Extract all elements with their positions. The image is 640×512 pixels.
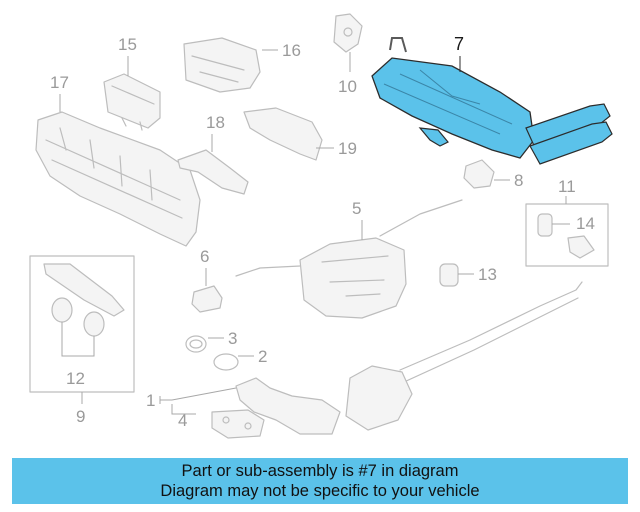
callout-13: 13: [478, 265, 497, 284]
muffler-inlet-pipe: [418, 127, 449, 147]
part-8-hanger[interactable]: [463, 159, 495, 189]
callout-1: 1: [146, 391, 155, 410]
part-16-heat-shield[interactable]: [183, 37, 261, 93]
part-19-heat-shield[interactable]: [243, 107, 323, 161]
callout-2: 2: [258, 347, 267, 366]
part-18-bracket[interactable]: [177, 149, 249, 195]
leader-12: [61, 322, 95, 357]
part-3-gasket[interactable]: [185, 335, 207, 353]
part-7-rear-muffler[interactable]: [371, 37, 613, 165]
callout-4: 4: [178, 411, 187, 430]
part-12-hanger-bracket[interactable]: [43, 263, 125, 337]
callout-15: 15: [118, 35, 137, 54]
callout-14: 14: [576, 214, 595, 233]
info-banner: Part or sub-assembly is #7 in diagram Di…: [12, 458, 628, 504]
callout-16: 16: [282, 41, 301, 60]
leader-1: [159, 387, 237, 404]
callout-3: 3: [228, 329, 237, 348]
callout-6: 6: [200, 247, 209, 266]
callout-9: 9: [76, 407, 85, 426]
banner-line-2: Diagram may not be specific to your vehi…: [160, 482, 480, 500]
muffler-body: [371, 57, 535, 159]
part-6-clamp[interactable]: [191, 285, 223, 313]
part-4-gasket[interactable]: [211, 409, 265, 439]
part-5-center-muffler[interactable]: [235, 199, 463, 319]
callout-5: 5: [352, 199, 361, 218]
muffler-tailpipe-lower: [529, 121, 613, 165]
banner-line-1: Part or sub-assembly is #7 in diagram: [181, 462, 459, 480]
leader-4: [171, 404, 196, 415]
part-13-hanger[interactable]: [439, 263, 459, 287]
part-2-seal-ring[interactable]: [213, 353, 239, 371]
part-17-heat-shield[interactable]: [35, 111, 201, 247]
callout-18: 18: [206, 113, 225, 132]
callout-10: 10: [338, 77, 357, 96]
callout-7: 7: [454, 34, 464, 54]
callout-17: 17: [50, 73, 69, 92]
callout-12: 12: [66, 369, 85, 388]
part-14-mount[interactable]: [537, 213, 595, 259]
box-11: [525, 203, 609, 267]
callout-19: 19: [338, 139, 357, 158]
part-15-heat-shield[interactable]: [103, 73, 161, 131]
callout-11: 11: [558, 177, 576, 196]
part-1-catalytic-converter[interactable]: [235, 281, 583, 435]
part-10-bracket[interactable]: [333, 13, 363, 53]
callout-8: 8: [514, 171, 523, 190]
